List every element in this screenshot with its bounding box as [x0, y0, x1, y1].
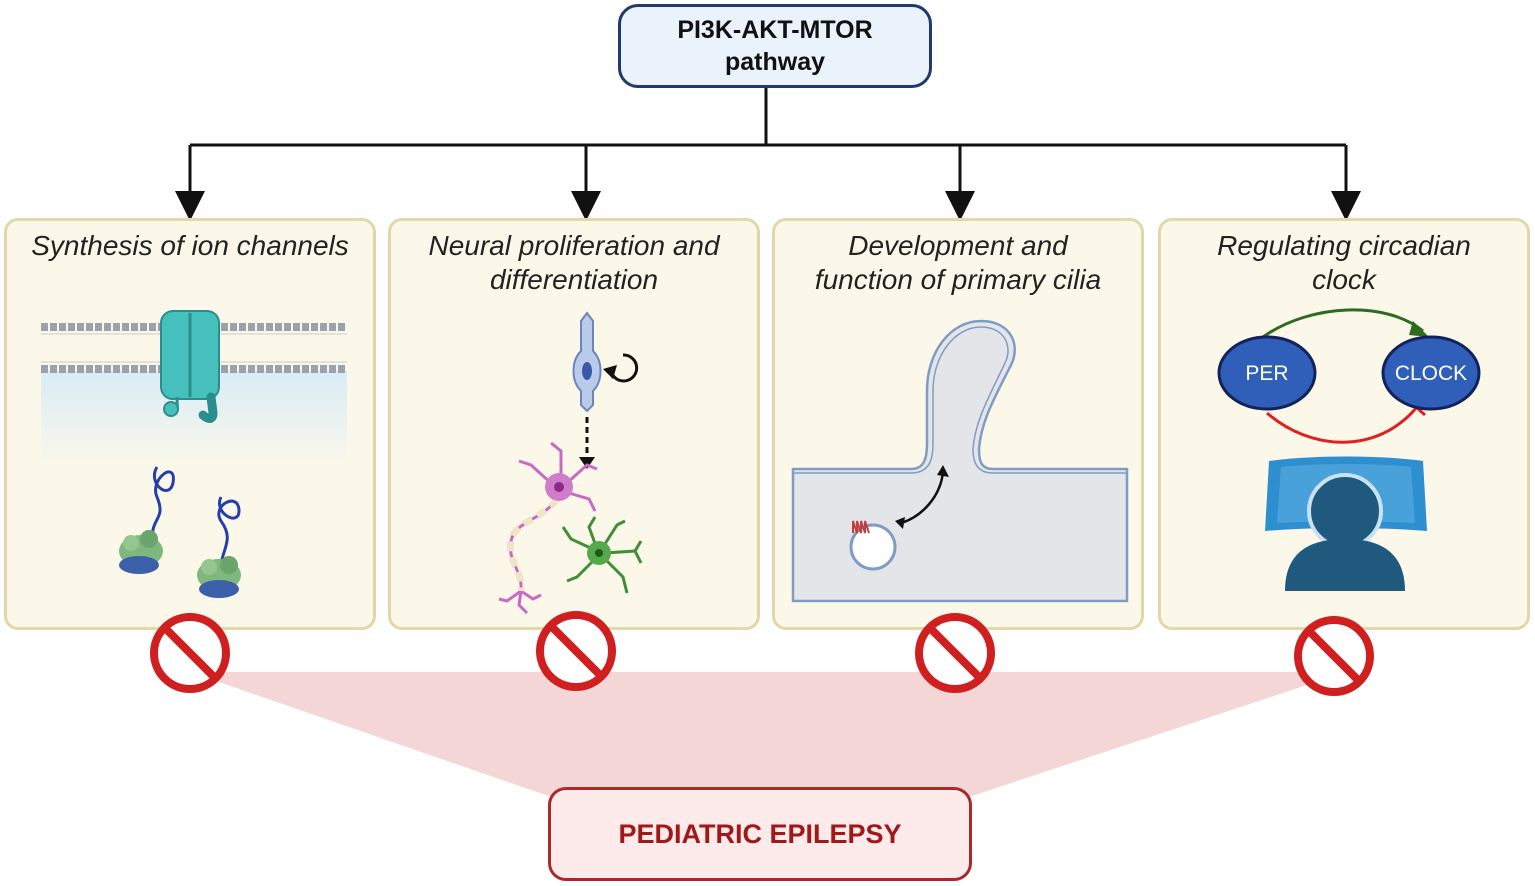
epilepsy-label: PEDIATRIC EPILEPSY [618, 818, 902, 849]
panel-title-line2: function of primary cilia [814, 264, 1102, 295]
panel-title-line1: Development and [848, 230, 1068, 261]
panel-title-line2: differentiation [489, 264, 659, 295]
panel-title-line1: Synthesis of ion channels [31, 230, 349, 261]
panel-title: Neural proliferation and differentiation [391, 229, 757, 297]
prohibited-icon [1294, 616, 1374, 696]
panel-title: Regulating circadian clock [1161, 229, 1527, 297]
epilepsy-node: PEDIATRIC EPILEPSY [548, 787, 972, 881]
epilepsy-funnel [190, 672, 1346, 800]
neural-stem-cell-icon [572, 311, 639, 469]
astrocyte-icon [561, 516, 643, 594]
prohibited-icon [150, 613, 230, 693]
panel-ion-channels: Synthesis of ion channels [4, 218, 376, 630]
ribosome-icon [119, 466, 241, 598]
clock-node [1381, 335, 1481, 411]
neuron-icon [498, 441, 598, 615]
pathway-node: PI3K-AKT-MTOR pathway [618, 4, 932, 88]
vesicle-icon [849, 520, 897, 571]
panel-title-line1: Regulating circadian [1217, 230, 1471, 261]
panel-title: Development and function of primary cili… [775, 229, 1141, 297]
per-node [1217, 335, 1317, 411]
prohibited-icon [536, 611, 616, 691]
membrane-channel-icon [41, 310, 347, 466]
per-label: PER [1245, 362, 1288, 385]
panel-title: Synthesis of ion channels [7, 229, 373, 263]
pathway-node-line2: pathway [724, 48, 826, 76]
pathway-tree-connector [175, 88, 1361, 221]
circadian-feedback-loop: PER CLOCK [1217, 308, 1481, 444]
pathway-node-line1: PI3K-AKT-MTOR [677, 16, 873, 44]
prohibited-icon [915, 613, 995, 693]
panel-title-line2: clock [1312, 264, 1376, 295]
panel-circadian-clock: Regulating circadian clock PER CLOCK [1158, 218, 1530, 630]
panel-title-line1: Neural proliferation and [428, 230, 720, 261]
person-icon [1265, 456, 1427, 591]
panel-primary-cilia: Development and function of primary cili… [772, 218, 1144, 630]
clock-label: CLOCK [1395, 362, 1467, 385]
